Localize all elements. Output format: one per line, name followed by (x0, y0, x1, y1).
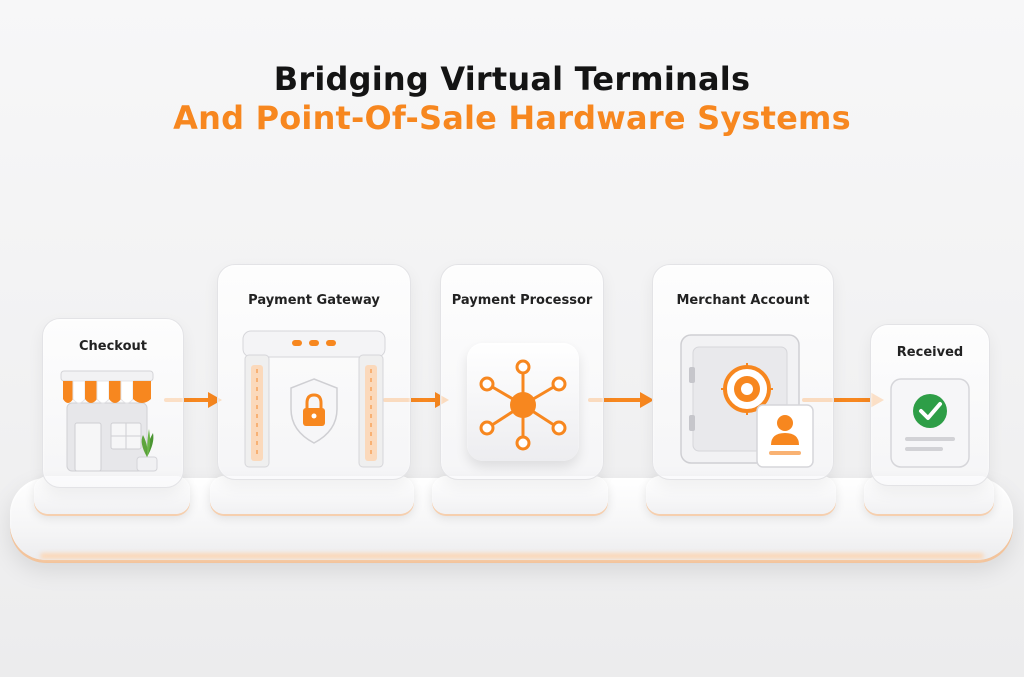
storefront-icon (60, 370, 158, 472)
pedestal-merchant (646, 476, 836, 514)
stage-card-merchant-account: Merchant Account (652, 264, 834, 480)
stage-card-received: Received (870, 324, 990, 486)
pedestal-processor (432, 476, 608, 514)
base-glow (40, 553, 984, 559)
safe-vault-icon (680, 334, 814, 468)
shield-lock-icon (242, 330, 386, 468)
stage-label: Checkout (78, 339, 147, 354)
stage-card-payment-gateway: Payment Gateway (217, 264, 411, 480)
stage-label: Payment Processor (451, 293, 593, 308)
page-title: Bridging Virtual Terminals (273, 60, 751, 98)
stage-card-payment-processor: Payment Processor (440, 264, 604, 480)
page-subtitle: And Point-Of-Sale Hardware Systems (173, 99, 851, 137)
pedestal-gateway (210, 476, 414, 514)
stage-label: Merchant Account (676, 293, 810, 308)
stage-card-checkout: Checkout (42, 318, 184, 488)
stage-label: Received (896, 345, 964, 360)
network-hub-icon (479, 359, 567, 451)
checkmark-receipt-icon (890, 378, 970, 468)
stage-label: Payment Gateway (248, 293, 380, 308)
